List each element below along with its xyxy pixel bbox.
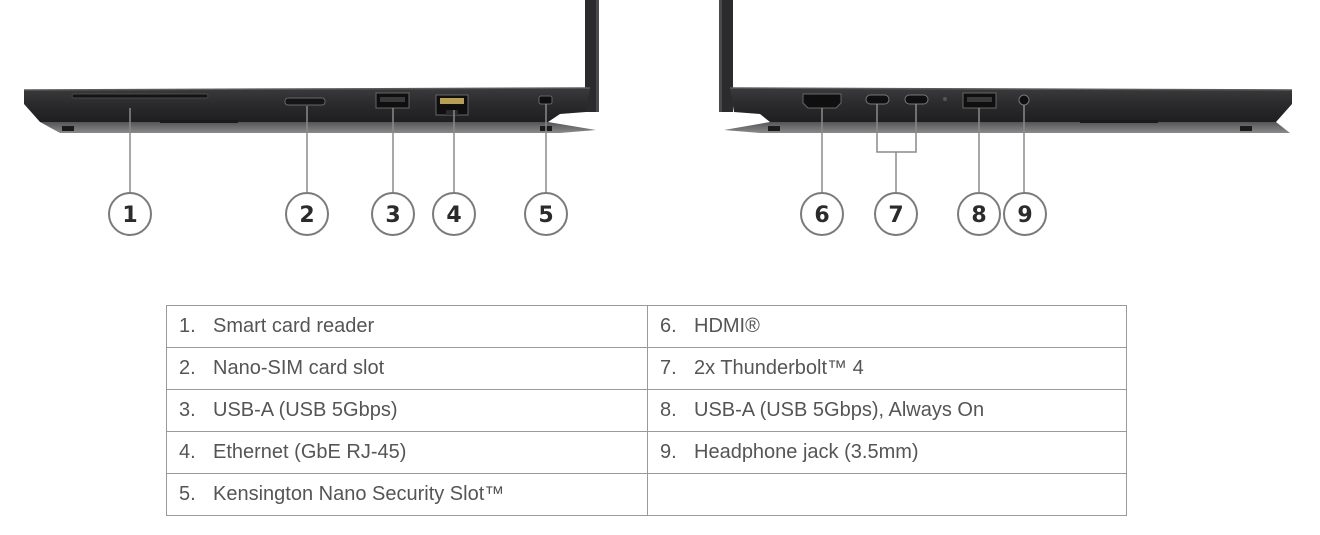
- legend-label: HDMI®: [694, 315, 760, 337]
- legend-cell-empty: [647, 473, 1127, 516]
- callout-7: 7: [874, 192, 918, 236]
- thunderbolt-port-1: [865, 94, 890, 105]
- legend-cell: 9. Headphone jack (3.5mm): [647, 431, 1127, 474]
- svg-text:6: 6: [814, 203, 829, 228]
- right-side-laptop: [719, 0, 1293, 133]
- legend-number: 2.: [179, 357, 196, 379]
- legend-cell: 8. USB-A (USB 5Gbps), Always On: [647, 389, 1127, 432]
- callout-9: 9: [1003, 192, 1047, 236]
- right-lid: [719, 0, 733, 112]
- legend-number: 3.: [179, 399, 196, 421]
- table-row: 1. Smart card reader 6. HDMI®: [166, 305, 1127, 348]
- svg-text:9: 9: [1017, 203, 1032, 228]
- callout-6: 6: [800, 192, 844, 236]
- legend-cell: 3. USB-A (USB 5Gbps): [166, 389, 648, 432]
- legend-label: Kensington Nano Security Slot™: [213, 483, 505, 505]
- table-row: 2. Nano-SIM card slot 7. 2x Thunderbolt™ 4: [166, 347, 1127, 390]
- legend-label: Headphone jack (3.5mm): [694, 441, 919, 463]
- svg-text:4: 4: [446, 203, 461, 228]
- callout-1: 1: [108, 192, 152, 236]
- left-side-laptop: [23, 0, 599, 133]
- leader-lines: [129, 104, 1025, 193]
- legend-number: 5.: [179, 483, 196, 505]
- status-led: [943, 97, 947, 101]
- legend-number: 7.: [660, 357, 677, 379]
- legend-number: 6.: [660, 315, 677, 337]
- legend-label: USB-A (USB 5Gbps), Always On: [694, 399, 985, 421]
- legend-label: USB-A (USB 5Gbps): [213, 399, 398, 421]
- legend-label: Smart card reader: [213, 315, 375, 337]
- ports-legend-table: 1. Smart card reader 6. HDMI® 2. Nano-SIM c…: [166, 305, 1127, 516]
- thunderbolt-port-2: [904, 94, 929, 105]
- callout-8: 8: [957, 192, 1001, 236]
- legend-cell: 1. Smart card reader: [166, 305, 648, 348]
- legend-number: 9.: [660, 441, 677, 463]
- table-row: 5. Kensington Nano Security Slot™: [166, 473, 1127, 516]
- legend-label: Ethernet (GbE RJ-45): [213, 441, 407, 463]
- left-lid: [585, 0, 599, 112]
- table-row: 4. Ethernet (GbE RJ-45) 9. Headphone jack …: [166, 431, 1127, 474]
- legend-cell: 4. Ethernet (GbE RJ-45): [166, 431, 648, 474]
- svg-text:8: 8: [971, 203, 986, 228]
- legend-number: 1.: [179, 315, 196, 337]
- table-row: 3. USB-A (USB 5Gbps) 8. USB-A (USB 5Gbps),…: [166, 389, 1127, 432]
- hdmi-port: [802, 93, 842, 109]
- callout-4: 4: [432, 192, 476, 236]
- svg-text:7: 7: [888, 203, 903, 228]
- nano-sim-slot: [284, 97, 326, 106]
- legend-label: 2x Thunderbolt™ 4: [694, 357, 864, 379]
- legend-cell: 5. Kensington Nano Security Slot™: [166, 473, 648, 516]
- legend-cell: 6. HDMI®: [647, 305, 1127, 348]
- smart-card-reader-slot: [71, 93, 209, 99]
- headphone-jack: [1018, 94, 1030, 106]
- legend-cell: 7. 2x Thunderbolt™ 4: [647, 347, 1127, 390]
- laptop-side-views-diagram: 1 2 3 4 5 6 7 8 9: [23, 0, 1293, 236]
- legend-label: Nano-SIM card slot: [213, 357, 385, 379]
- callout-5: 5: [524, 192, 568, 236]
- callout-2: 2: [285, 192, 329, 236]
- legend-number: 8.: [660, 399, 677, 421]
- svg-text:2: 2: [299, 203, 314, 228]
- legend-cell: 2. Nano-SIM card slot: [166, 347, 648, 390]
- svg-text:5: 5: [538, 203, 553, 228]
- svg-text:3: 3: [385, 203, 400, 228]
- kensington-slot: [538, 95, 553, 105]
- svg-text:1: 1: [122, 203, 137, 228]
- legend-number: 4.: [179, 441, 196, 463]
- callout-3: 3: [371, 192, 415, 236]
